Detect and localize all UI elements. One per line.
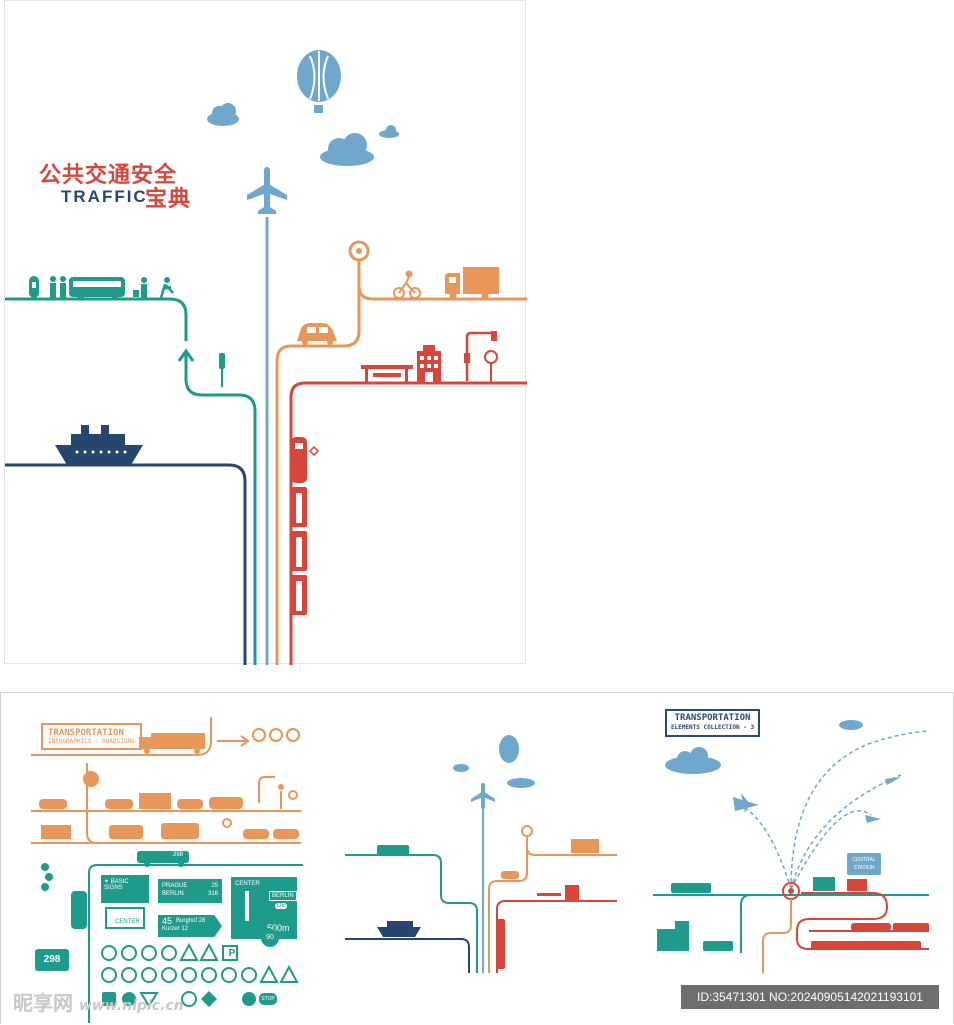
bus-number-small xyxy=(139,853,163,861)
site-name: 昵享网 xyxy=(13,991,73,1015)
speed-limit-sign: 90 xyxy=(261,929,279,947)
balloon-icon xyxy=(297,50,341,113)
elements-collection-illustration xyxy=(653,720,930,973)
title-en: TRAFFIC xyxy=(61,187,148,206)
transport-lines-illustration xyxy=(5,50,527,665)
roadsigns-illustration xyxy=(31,717,303,1023)
traffic-light-icon xyxy=(219,353,225,387)
train-icon xyxy=(851,923,891,931)
title-cn: 公共交通安全 xyxy=(39,163,178,188)
basic-signs-sign: ✦ BASIC SIGNS xyxy=(101,875,149,903)
bicycle-icon xyxy=(393,270,421,299)
top-artwork-panel: 公共交通安全 TRAFFIC 宝典 xyxy=(4,0,527,665)
country-code: DE xyxy=(275,903,288,909)
bus-icon xyxy=(703,941,733,951)
parking-sign: P xyxy=(228,948,236,959)
sign-row-1 xyxy=(101,942,238,961)
airplane-icon xyxy=(733,793,759,813)
cloud-icon xyxy=(207,103,239,126)
building-icon xyxy=(417,345,441,382)
building-icon xyxy=(657,929,675,951)
route-number-badge: 298 xyxy=(35,949,69,971)
roadsigns-title: TRANSPORTATION xyxy=(48,728,124,738)
truck-icon xyxy=(139,733,205,754)
airplane-icon xyxy=(247,167,287,214)
car-icon xyxy=(501,871,519,879)
berlin-label: BERLIN xyxy=(162,891,184,897)
prague-distance: 25 xyxy=(211,883,218,889)
sign-row-2 xyxy=(101,964,299,983)
kurzer-distance: 12 xyxy=(181,926,189,932)
id-watermark: ID:35471301 NO:20240905142021193101 xyxy=(681,985,939,1009)
title-cn-2: 宝典 xyxy=(145,187,192,212)
bus-number: 298 xyxy=(171,852,186,858)
elements-subtitle: ELEMENTS COLLECTION - 3 xyxy=(671,724,755,731)
people-icon xyxy=(50,276,66,298)
berlin-highway-sign: CENTER BERLIN DE 500m xyxy=(231,877,297,939)
car-icon xyxy=(297,323,337,345)
car-row xyxy=(39,793,299,839)
speed-sign-icon xyxy=(484,350,498,382)
burghof-distance: 28 xyxy=(198,918,206,924)
station-icon xyxy=(813,877,835,891)
distance-sign: PRAGUE 25 BERLIN 316 xyxy=(158,879,222,903)
airplane-icon xyxy=(885,777,901,785)
central-label: CENTRAL xyxy=(852,857,876,863)
train-icon xyxy=(671,883,711,893)
airplane-icon xyxy=(865,815,881,823)
sign-row-3 xyxy=(102,991,256,1008)
truck-icon xyxy=(571,839,599,853)
kurzer-label: Kurzer xyxy=(162,926,180,932)
roadsigns-subtitle: INFOGRAPHICS · ROADSIGNS xyxy=(48,738,135,745)
train-icon xyxy=(291,437,320,615)
road-number: 45 xyxy=(162,916,173,926)
traffic-light-icon xyxy=(464,331,497,381)
ship-icon xyxy=(55,425,143,465)
center-sign: CENTER xyxy=(105,907,145,929)
runner-icon xyxy=(159,277,174,299)
train-icon xyxy=(811,941,921,949)
ship-icon xyxy=(377,927,421,937)
site-watermark: 昵享网 www.nipic.cn xyxy=(13,987,184,1016)
train-icon xyxy=(71,891,87,929)
distance-500: 500m xyxy=(267,923,290,933)
bus-icon xyxy=(377,845,409,855)
bottom-preview-panel: TRANSPORTATION INFOGRAPHICS · ROADSIGNS xyxy=(0,692,954,1024)
central-station-bubble: CENTRAL STATION xyxy=(847,853,881,875)
cloud-icon xyxy=(379,125,399,138)
truck-icon xyxy=(445,267,499,300)
cloud-icon xyxy=(453,764,469,772)
balloon-icon xyxy=(499,735,519,763)
bus-stop-icon xyxy=(29,276,39,298)
elements-title: TRANSPORTATION xyxy=(674,713,751,723)
prague-label: PRAGUE xyxy=(162,883,188,889)
site-url: www.nipic.cn xyxy=(79,998,184,1014)
station-label: STATION xyxy=(853,865,875,871)
cloud-icon xyxy=(839,720,863,730)
berlin-distance: 316 xyxy=(207,891,218,897)
cloud-icon xyxy=(507,778,535,788)
stop-sign: STOP xyxy=(259,993,277,1005)
building-icon xyxy=(565,885,579,900)
train-icon xyxy=(497,919,505,969)
roadsigns-title-box: TRANSPORTATION INFOGRAPHICS · ROADSIGNS xyxy=(41,723,142,750)
berlin-label: BERLIN xyxy=(269,891,297,901)
building-icon xyxy=(847,879,867,891)
traveler-icon xyxy=(133,277,147,298)
direction-sign: 45 Burghof 28 Kurzer 12 xyxy=(158,915,222,937)
mini-traffic-illustration xyxy=(345,735,617,973)
bus-icon xyxy=(69,277,125,300)
bus-stop-shelter-icon xyxy=(361,365,413,382)
burghof-label: Burghof xyxy=(176,918,198,924)
center-label: CENTER xyxy=(235,881,260,887)
cloud-icon xyxy=(320,133,374,166)
elements-title-box: TRANSPORTATION ELEMENTS COLLECTION - 3 xyxy=(665,709,761,737)
